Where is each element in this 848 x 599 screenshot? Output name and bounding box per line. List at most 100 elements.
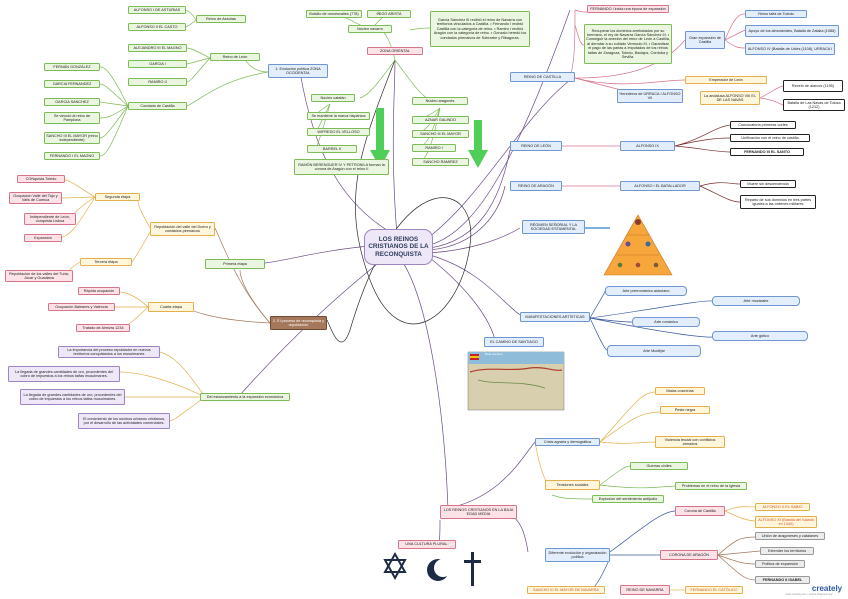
tensiones-sociales-node[interactable]: Tensiones sociales (545, 480, 600, 490)
reino-castilla-node[interactable]: REINO DE CASTILLA (510, 72, 575, 82)
manifestaciones-artisticas-node[interactable]: MANIFESTACIONES ARTÍSTICAS (520, 312, 590, 322)
tercera-item[interactable]: Repoblación de los valles del Turia, Júc… (5, 270, 73, 282)
reino-asturias-node[interactable]: Reino de Asturias (196, 15, 246, 23)
leon-reino-item[interactable]: Unificación con el reino de castilla (730, 134, 810, 142)
catalan-note[interactable]: RAMÓN BERENGUER IV Y PETRONILA forman la… (294, 159, 389, 175)
catalan-item[interactable]: Se mantiene la marca hispánica (307, 112, 370, 120)
evolucion-politica-node[interactable]: Diferente evolución y organización polít… (545, 548, 610, 562)
navas-item[interactable]: Reveló de alarcos (1195) (783, 80, 843, 92)
gran-expansion-item[interactable]: Apoyo de los almorávides, Batalla de Zal… (745, 25, 839, 37)
arte-item[interactable]: Arte gótico (712, 331, 808, 341)
corona-aragon-node[interactable]: CORONA DE ARAGÓN (660, 550, 718, 560)
crisis-item[interactable]: Malas cosechas (655, 387, 705, 395)
cuarta-item[interactable]: Tratado de Almizra 1234 (76, 324, 130, 332)
aragones-item[interactable]: RAMIRO I (412, 144, 456, 152)
aragon-bem-item[interactable]: FERNANDO II ISABEL (755, 576, 810, 584)
arte-item[interactable]: Arte mozárabe (712, 296, 800, 306)
condado-castilla-node[interactable]: Condado de Castilla (128, 102, 187, 110)
zona-oriental-node[interactable]: ZONA ORIENTAL (367, 47, 423, 55)
baja-edad-media-node[interactable]: LOS REINOS CRISTIANOS EN LA BAJA EDAD ME… (440, 505, 517, 519)
regimen-senorial-node[interactable]: RÉGIMEN SEÑORIAL Y LA SOCIEDAD ESTAMENTA… (522, 220, 585, 234)
segunda-item[interactable]: Expansión (24, 234, 62, 242)
segunda-item[interactable]: Ocupación Valle del Tajo y Valls de Cuen… (9, 192, 62, 204)
castilla-objectives-note[interactable]: Recuperar los dominios arrebatados por s… (584, 24, 672, 64)
navarro-item[interactable]: Bolsillo de roncesvalles (778) (306, 10, 362, 18)
aragones-item[interactable]: AZNAR GALINDO (412, 116, 469, 124)
aragon-bem-item[interactable]: Extender los territorios (760, 547, 814, 555)
estancamiento-item[interactable]: El crecimiento de los núcleos urbanos cr… (78, 413, 170, 429)
leon-item[interactable]: GARCIA I (128, 60, 187, 68)
castilla-item[interactable]: FERNÁN GONZÁLEZ (44, 63, 100, 71)
tercera-etapa-node[interactable]: Tercera etapa (80, 258, 132, 266)
navarro-item[interactable]: IÑIGO ARISTA (367, 10, 411, 18)
castilla-bem-item[interactable]: ALFONSO XI (Batalla del Salado en 1340) (755, 516, 817, 528)
camino-santiago-node[interactable]: EL CAMINO DE SANTIAGO (484, 337, 544, 347)
zona-occidental-node[interactable]: 1. Evolución política ZONA OCCIDENTAL (268, 64, 328, 78)
reino-leon-node[interactable]: Reino de León (210, 53, 260, 61)
estancamiento-item[interactable]: La llegada de grandes cantidades de oro,… (8, 366, 120, 382)
nucleo-catalan-node[interactable]: Núcleo catalán (311, 94, 355, 102)
crisis-item[interactable]: Violencia feudal con conflictos armados (655, 436, 725, 448)
crisis-agraria-node[interactable]: Crisis agraria y demográfica (535, 438, 600, 446)
gran-expansion-item[interactable]: ALFONSO IV (Batalla de Uclés (1108), URR… (745, 43, 835, 55)
alfonso-ix-node[interactable]: ALFONSO IX (620, 141, 675, 151)
leon-item[interactable]: ALEJANDRO III EL MAGNO (128, 44, 187, 52)
asturias-item[interactable]: ALFONSO II EL CASTO (128, 23, 186, 31)
castilla-item[interactable]: SANCHO III EL MAYOR (reino independiente… (44, 132, 100, 144)
reconquista-repoblacion-node[interactable]: 2. El proceso de reconquista y repoblaci… (270, 316, 327, 330)
reino-navarra-node[interactable]: REINO DE NAVARRA (620, 585, 670, 595)
cuarta-item[interactable]: Rápida ocupación (78, 287, 120, 295)
reino-leon-node[interactable]: REINO DE LEÓN (510, 141, 562, 151)
cuarta-etapa-node[interactable]: Cuarta etapa (148, 302, 194, 312)
nucleo-aragones-node[interactable]: Núcleo aragonés (412, 97, 468, 105)
arte-item[interactable]: Arte prerrománico asturiano (605, 286, 687, 296)
leon-reino-item[interactable]: Convocatoria primeras cortes (730, 121, 796, 129)
catalan-item[interactable]: WIFREDO EL VELLOSO (307, 128, 370, 136)
arte-item[interactable]: Arte románico (632, 317, 700, 327)
valle-duero-node[interactable]: Repoblación del valle del Duero y condad… (150, 222, 215, 236)
crisis-item[interactable]: Peste negra (660, 406, 710, 414)
leon-reino-item[interactable]: FERNANDO III EL SANTO (730, 148, 804, 156)
asturias-item[interactable]: ALFONSO I DE ASTURIAS (128, 6, 186, 14)
fernando-i-node[interactable]: FERNANDO I inicia una época de expansión (587, 5, 669, 13)
navarro-note[interactable]: García Sánchez III recibió el reino de N… (430, 11, 530, 47)
castilla-bem-item[interactable]: ALFONSO X EL SABIO (755, 503, 810, 511)
corona-castilla-node[interactable]: Corona de Castilla (675, 506, 725, 516)
herederos-node[interactable]: Herederos de URRACA I ALFONSO VII (617, 89, 683, 103)
cultura-plural-node[interactable]: UNA CULTURA PLURAL: (398, 540, 456, 549)
estancamiento-node[interactable]: Del estancamiento a la expansión económi… (200, 393, 290, 401)
nucleo-navarro-node[interactable]: Núcleo navarro (348, 25, 392, 33)
cuarta-item[interactable]: Ocupación Baleares y Valencia (48, 303, 115, 311)
reino-aragon-node[interactable]: REINO DE ARAGÓN (510, 181, 562, 191)
castilla-item[interactable]: GARCIA FERNANDEZ (44, 80, 100, 88)
aragones-item[interactable]: SANCHO III EL MAYOR (412, 130, 469, 138)
castilla-item[interactable]: FERNANDO I EL MAGNO (44, 152, 100, 160)
gran-expansion-item[interactable]: Reino taifa de Toledo (745, 10, 807, 18)
leon-item[interactable]: RAMIRO II (128, 78, 187, 86)
aragon-bem-item[interactable]: Política de expansión (755, 560, 805, 568)
aragones-item[interactable]: SANCHO RAMIREZ (412, 158, 469, 166)
segunda-item[interactable]: Independiente de León, conquista Lisboa (24, 213, 76, 225)
aragon-bem-item[interactable]: Unión de aragoneses y catalanes (755, 532, 825, 540)
estancamiento-item[interactable]: La importancia del proceso repoblador en… (58, 346, 160, 358)
castilla-item[interactable]: GARCIA SANCHEZ (44, 98, 100, 106)
navarra-bem-item[interactable]: FERNANDO EL CATÓLICO (685, 586, 743, 594)
primera-etapa-node[interactable]: Primera etapa (205, 259, 265, 269)
central-topic[interactable]: LOS REINOS CRISTIANOS DE LA RECONQUISTA (364, 229, 433, 265)
emperador-leon-node[interactable]: Emperador de León (685, 76, 767, 84)
estancamiento-item[interactable]: La llegada de grandes cantidades de oro,… (20, 389, 125, 405)
gran-expansion-node[interactable]: Gran expansión de Castilla (685, 31, 725, 49)
segunda-etapa-node[interactable]: Segunda etapa (95, 193, 140, 201)
alfonso-viii-node[interactable]: La andalusa ALFONSO VIII EL DE LAS NAVAS (700, 91, 760, 105)
segunda-item[interactable]: CONquista Toledo (17, 175, 65, 183)
arte-item[interactable]: Arte Mudéjar (607, 345, 701, 357)
navas-item[interactable]: Batalla de Las Navas de Tolosa (1212) (783, 99, 845, 111)
navarra-bem-item[interactable]: SANCHO III EL MAYOR DE NAVARRA (527, 586, 605, 594)
tensiones-item[interactable]: Guerras civiles (630, 462, 688, 470)
alfonso-i-batallador-node[interactable]: ALFONSO I EL BATALLADOR (620, 181, 700, 191)
tensiones-item[interactable]: Problemas en el reino de la Iglesia (675, 482, 747, 490)
aragon-reino-item[interactable]: Reparto de sus dominios en tres partes i… (740, 195, 816, 209)
aragon-reino-item[interactable]: Muere sin descendencia (740, 180, 796, 188)
explosion-antijudio-node[interactable]: Explosión del sentimiento antijudío (592, 495, 664, 503)
castilla-item[interactable]: Se vinculó al reino de Pamplona (44, 112, 100, 124)
